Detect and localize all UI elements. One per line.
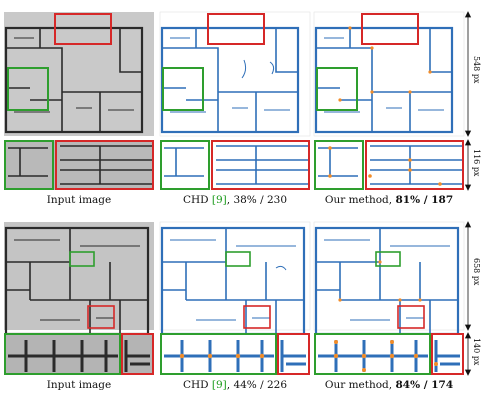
row2-ours-crop-green: [314, 333, 431, 375]
row2-dimension-arrows: [464, 221, 472, 376]
row2-ours-prefix: Our method,: [324, 379, 396, 391]
row1-chd-crop-green: [160, 140, 210, 190]
row2-ours-crop-red: [431, 333, 464, 375]
row1-caption-chd: CHD [9], 38% / 230: [160, 194, 310, 206]
row1-ours-image: [313, 11, 465, 190]
row2-ours-count: 174: [431, 379, 454, 391]
row2-chd-ref: [9]: [211, 379, 227, 391]
row1-input-crop-green: [4, 140, 54, 190]
row2-dim-crop-label: 140 px: [472, 338, 481, 366]
row1-chd-image: [159, 11, 311, 190]
row1-caption-input: Input image: [46, 194, 112, 206]
row1-input-red-box: [54, 13, 112, 45]
row2-ours-precision: 84%: [395, 379, 421, 391]
row2-chd-green-box: [225, 251, 251, 267]
row2-input-image: [4, 222, 154, 375]
row2-caption-input: Input image: [46, 379, 112, 391]
row1-ours-green-box: [316, 67, 358, 111]
row2-chd-stats: , 44% / 226: [226, 379, 288, 391]
row2-caption-ours: Our method, 84% / 174: [310, 379, 468, 391]
row1-ours-prefix: Our method,: [324, 194, 396, 206]
row2-ours-green-box: [375, 251, 401, 267]
row2-chd-crop-red: [277, 333, 310, 375]
row2-ours-red-box: [397, 305, 425, 329]
row2-chd-crop-green: [160, 333, 277, 375]
row1-input-crop-red: [55, 140, 154, 190]
row1-chd-ref: [9]: [211, 194, 227, 206]
row1-dim-crop-label: 116 px: [472, 149, 481, 177]
row1-ours-crop-green: [314, 140, 364, 190]
row1-chd-stats: , 38% / 230: [226, 194, 288, 206]
row-1: [4, 11, 472, 191]
row1-input-image: [4, 12, 154, 190]
row2-chd-image: [159, 221, 311, 375]
row1-ours-crop-red: [365, 140, 464, 190]
row1-ours-sep: /: [420, 194, 432, 206]
row2-input-crop-bg: [4, 333, 154, 375]
row2-chd-red-box: [243, 305, 271, 329]
row1-ours-precision: 81%: [395, 194, 421, 206]
row2-input-green-box: [69, 251, 95, 267]
row1-chd-prefix: CHD: [182, 194, 212, 206]
row2-ours-sep: /: [420, 379, 432, 391]
row1-caption-ours: Our method, 81% / 187: [310, 194, 468, 206]
row1-ours-red-box: [361, 13, 419, 45]
row-2: [4, 221, 472, 376]
row2-ours-image: [313, 221, 465, 375]
row2-caption-chd: CHD [9], 44% / 226: [160, 379, 310, 391]
row1-dim-main-label: 548 px: [472, 56, 481, 84]
row2-input-crop-green: [4, 333, 121, 375]
row1-chd-red-box: [207, 13, 265, 45]
row1-chd-green-box: [162, 67, 204, 111]
row1-input-green-box: [7, 67, 49, 111]
row1-chd-crop-red: [211, 140, 310, 190]
row1-dimension-arrows: [464, 11, 472, 191]
row2-dim-main-label: 658 px: [472, 258, 481, 286]
row2-chd-prefix: CHD: [182, 379, 212, 391]
row2-input-crop-red: [121, 333, 154, 375]
row2-input-red-box: [87, 305, 115, 329]
row1-ours-count: 187: [431, 194, 454, 206]
